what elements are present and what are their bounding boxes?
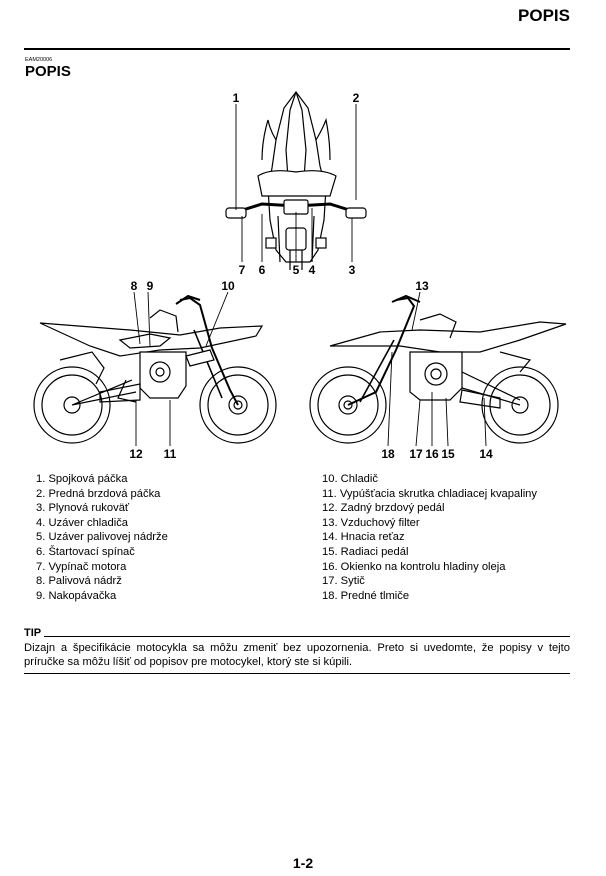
page-number: 1-2 [292, 855, 314, 871]
right-side-view-illustration [309, 294, 567, 444]
part-item: 10. Chladič [322, 473, 378, 485]
part-item: 8. Palivová nádrž [36, 575, 122, 588]
callout-8: 8 [131, 279, 138, 293]
left-view-leaders [133, 291, 229, 446]
tip-text: Dizajn a špecifikácie motocykla sa môžu … [24, 642, 570, 669]
part-item: 11. Vypúšťacia skrutka chladiacej kvapal… [322, 487, 538, 500]
part-item: 7. Vypínač motora [36, 560, 127, 573]
part-item: 6. Štartovací spínač [36, 545, 135, 558]
part-item: 1. Spojková páčka [36, 473, 128, 485]
part-item: 13. Vzduchový filter [322, 516, 420, 529]
callout-11: 11 [164, 447, 177, 461]
callout-10: 10 [221, 279, 235, 293]
section-code: EAM20006 [25, 57, 53, 63]
callout-1: 1 [233, 91, 240, 105]
parts-list-right: 10. Chladič 11. Vypúšťacia skrutka chlad… [322, 472, 537, 603]
callout-14: 14 [479, 447, 493, 461]
motorcycle-illustrations: 1 2 3 4 5 6 7 8 9 10 11 12 13 14 15 16 1… [33, 91, 567, 461]
part-item: 17. Sytič [322, 575, 365, 588]
section-title: POPIS [25, 63, 71, 80]
parts-list-left: 1. Spojková páčka 2. Predná brzdová páčk… [36, 472, 168, 603]
part-item: 16. Okienko na kontrolu hladiny oleja [322, 560, 506, 573]
part-item: 12. Zadný brzdový pedál [322, 502, 445, 515]
callout-12: 12 [129, 447, 143, 461]
tip-label: TIP [24, 627, 42, 639]
tip-divider [44, 635, 570, 637]
part-item: 5. Uzáver palivovej nádrže [36, 531, 168, 544]
part-item: 14. Hnacia reťaz [322, 531, 405, 544]
tip-header: TIP [24, 627, 570, 639]
callout-18: 18 [381, 447, 395, 461]
callout-3: 3 [349, 263, 356, 277]
part-item: 15. Radiaci pedál [322, 545, 409, 558]
tip-box: TIP Dizajn a špecifikácie motocykla sa m… [24, 627, 570, 674]
front-view-illustration [225, 91, 367, 270]
part-item: 18. Predné tlmiče [322, 589, 410, 602]
page-header-title: POPIS [518, 6, 570, 25]
left-side-view-illustration [33, 294, 277, 444]
callout-13: 13 [415, 279, 429, 293]
part-item: 4. Uzáver chladiča [36, 516, 129, 529]
callout-5: 5 [293, 263, 300, 277]
callout-9: 9 [147, 279, 154, 293]
header-divider [24, 48, 570, 50]
callout-17: 17 [409, 447, 423, 461]
callout-6: 6 [259, 263, 266, 277]
tip-bottom-divider [24, 672, 570, 674]
callout-2: 2 [353, 91, 360, 105]
callout-15: 15 [441, 447, 455, 461]
callout-7: 7 [239, 263, 246, 277]
callout-4: 4 [309, 263, 316, 277]
part-item: 9. Nakopávačka [36, 589, 117, 602]
part-item: 3. Plynová rukoväť [36, 502, 130, 515]
part-item: 2. Predná brzdová páčka [36, 487, 161, 500]
front-view-leaders [235, 104, 357, 262]
callout-16: 16 [425, 447, 439, 461]
right-view-leaders [387, 291, 487, 447]
